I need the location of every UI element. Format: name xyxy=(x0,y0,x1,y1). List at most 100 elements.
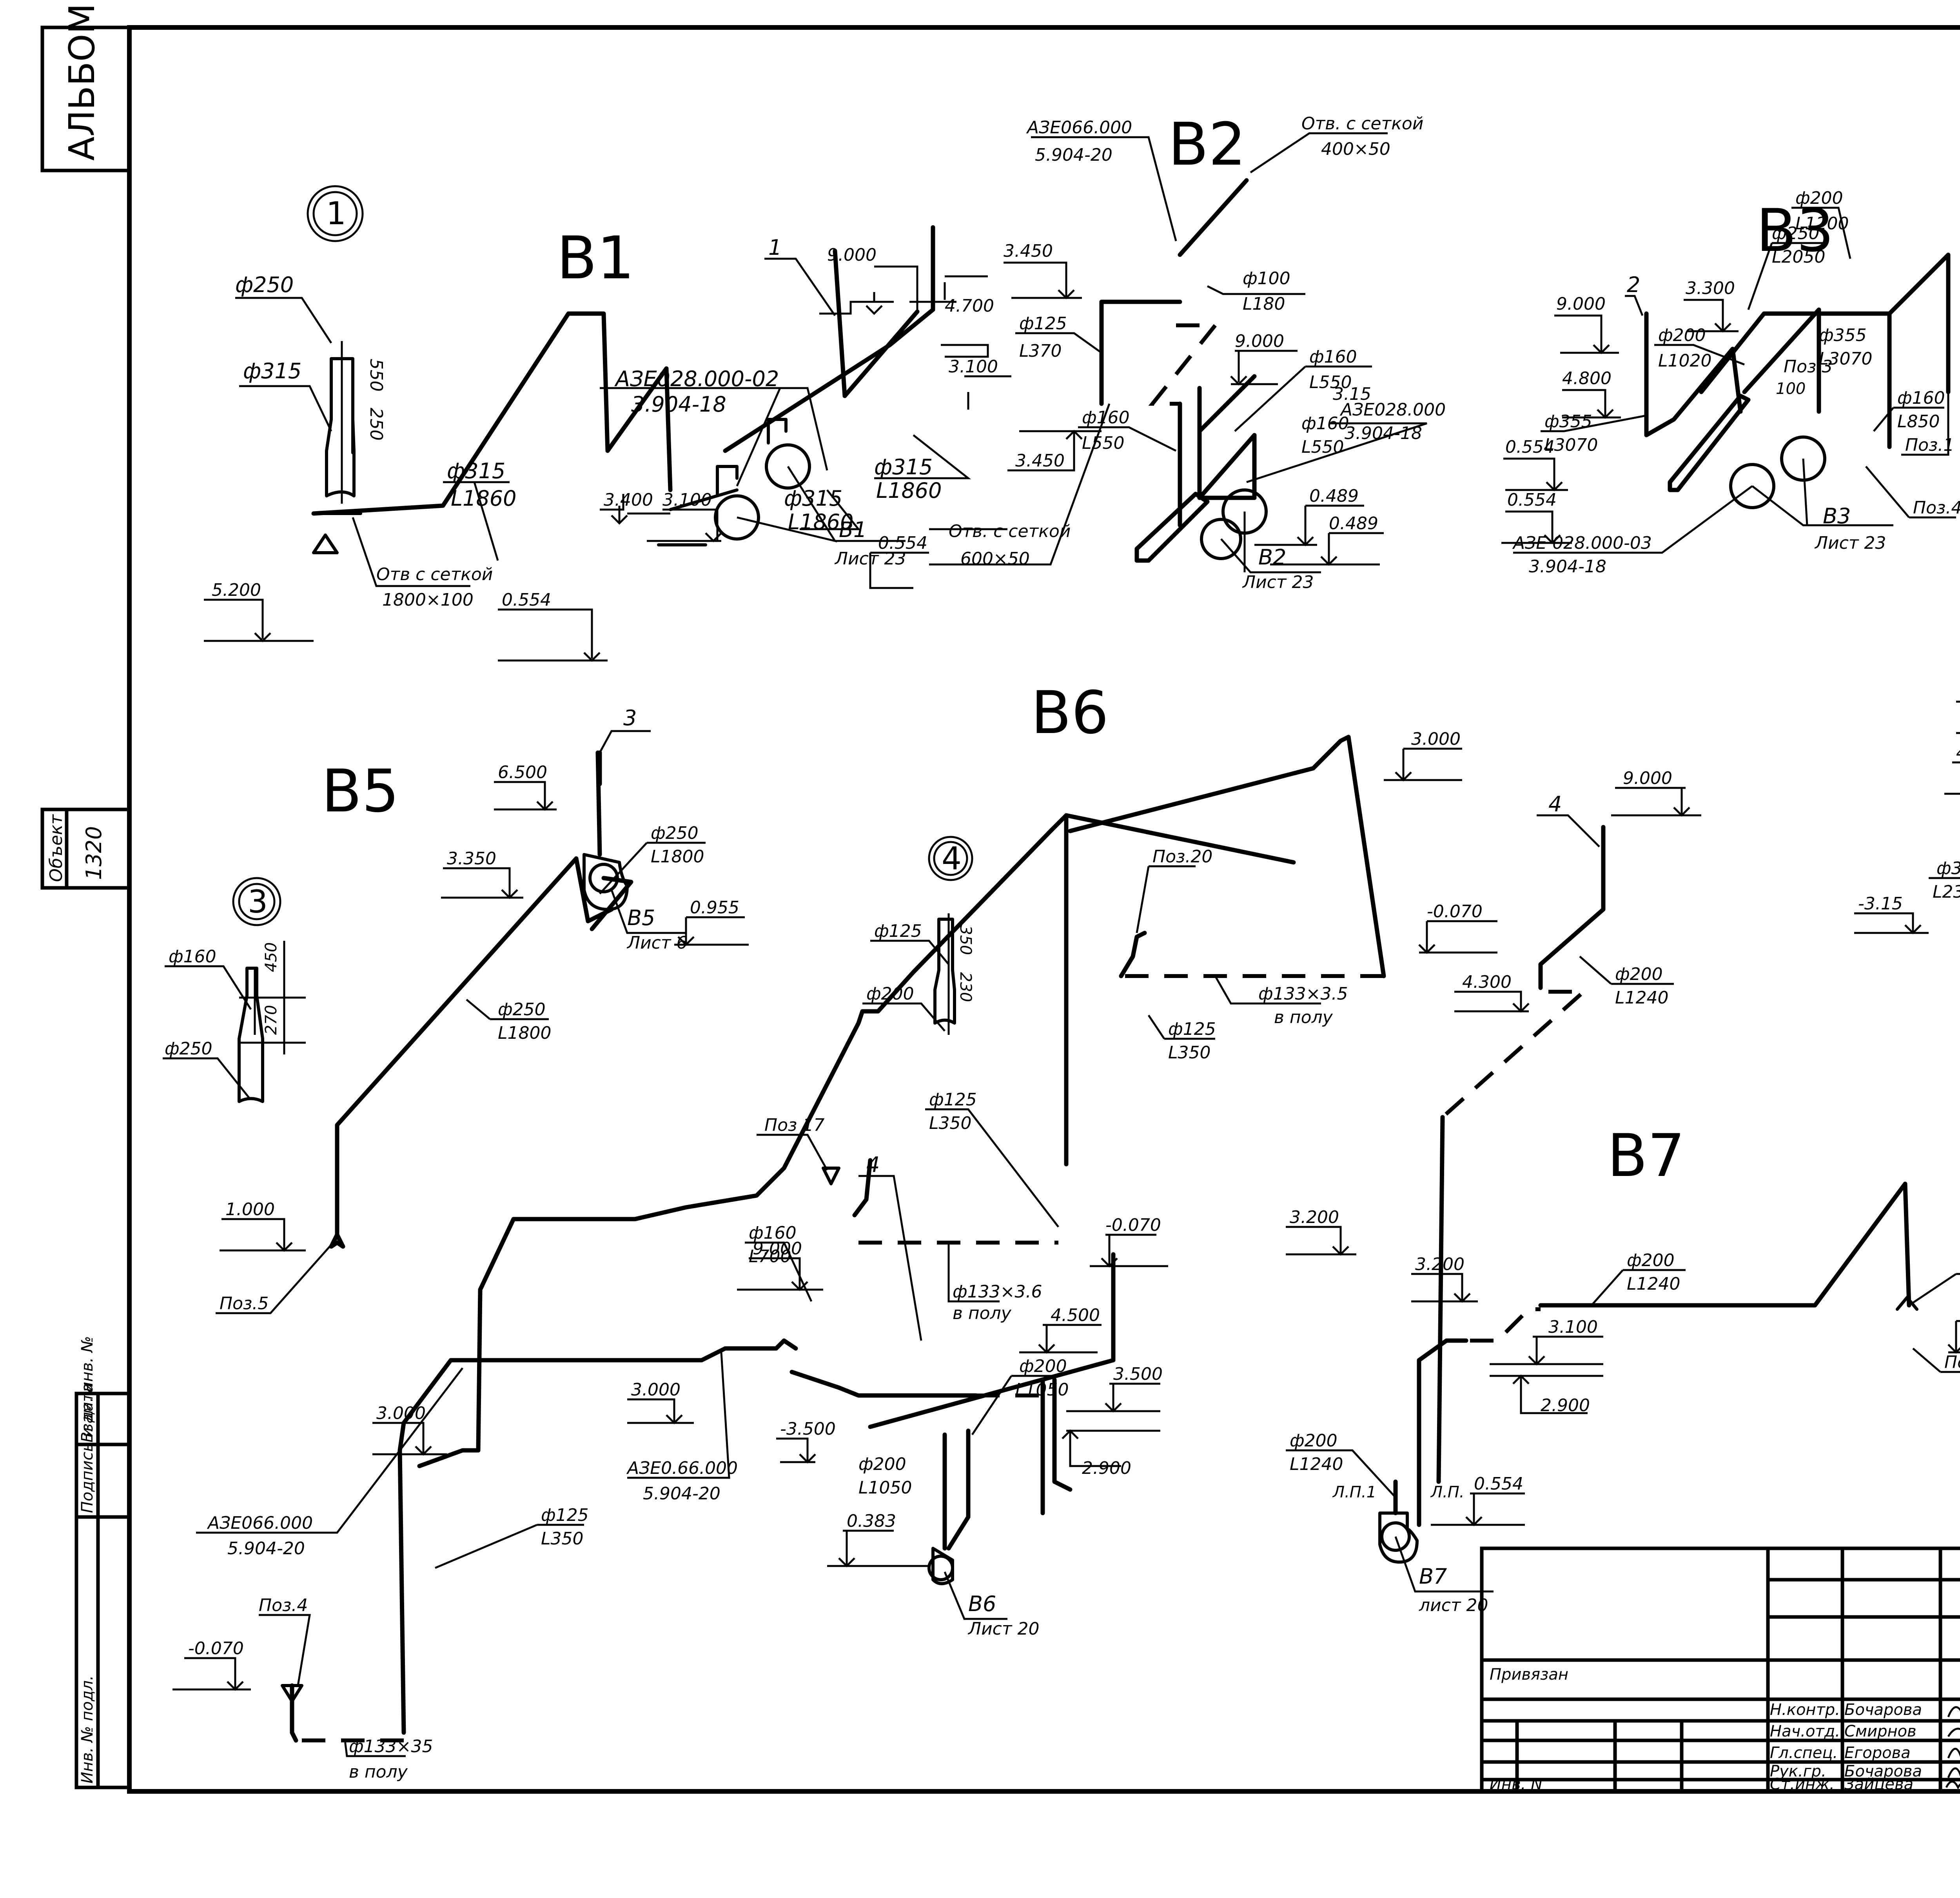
b5-pos-5: Поз.5 xyxy=(220,1294,269,1314)
b8-pipe-1-d: ф315 xyxy=(1936,858,1960,878)
b6-level-2900: 2.900 xyxy=(1082,1458,1131,1478)
b6-pipe-1-d: ф125 xyxy=(1168,1019,1216,1039)
b7-level-3100: 3.100 xyxy=(1548,1317,1598,1337)
b1-level-3100b: 3.100 xyxy=(662,490,712,510)
fan-b3-label: В3 xyxy=(1823,504,1851,528)
signature-role: Нач.отд. xyxy=(1770,1722,1840,1740)
b6-pos-20: Поз.20 xyxy=(1152,847,1212,867)
b3-pos-1: Поз.1 xyxy=(1905,435,1954,455)
b3-pos-4: Поз.4 xyxy=(1913,498,1960,518)
b1-pipe-3-l: L1860 xyxy=(788,510,854,534)
b2-valve1-series: 5.904-20 xyxy=(1035,145,1112,165)
b7-level-4300: 4.300 xyxy=(1462,972,1512,992)
b6-level-3500: 3.500 xyxy=(1113,1364,1163,1384)
b6-floor-pipe-3-note: в полу xyxy=(349,1762,408,1782)
b1-pipe-1-d: ф315 xyxy=(447,459,505,483)
b6-pipe-3-l: L700 xyxy=(749,1247,791,1267)
detail-4-dim1: 350 xyxy=(956,925,975,955)
b8-level-4300: 4.300 xyxy=(1956,743,1960,763)
b1-valve-series: 3.904-18 xyxy=(631,392,726,417)
system-b6: В6 4 ф125 ф200 350 230 Поз.4 xyxy=(172,679,1497,1782)
b2-duct-left xyxy=(1099,299,1182,406)
b1-pipe-2-d: ф315 xyxy=(874,455,933,479)
b6-level-neg0070b: -0.070 xyxy=(1105,1215,1161,1235)
detail-4-d-top: ф125 xyxy=(874,921,922,941)
b2-grille-bottom: Отв. с сеткой xyxy=(949,521,1071,541)
b3-pipe-6-d: ф160 xyxy=(1897,388,1945,408)
b5-pipe-2-l: L1800 xyxy=(498,1023,552,1043)
b1-pipe-1-l: L1860 xyxy=(451,486,517,511)
grille-b1-size: 1800×100 xyxy=(382,590,474,610)
inventory-label: Инв. N xyxy=(1490,1775,1543,1793)
fan-b2-label: В2 xyxy=(1258,545,1286,570)
b6-level-0383: 0.383 xyxy=(847,1511,896,1531)
b8-level-marks: 9.900 4.300 -3.15 3.150 3.150 3.350 0.95… xyxy=(1854,700,1960,934)
fan-b3-sheet: Лист 23 xyxy=(1814,533,1886,553)
b2-pipe-1-l: L370 xyxy=(1019,341,1062,361)
signature-role: Гл.спец. xyxy=(1770,1744,1838,1762)
b2-valve2-code: АЗЕ028.000 xyxy=(1339,400,1446,420)
object-value: 1320 xyxy=(82,826,106,880)
b7-riser xyxy=(1538,825,1606,990)
b2-pipe-4-d: ф160 xyxy=(1301,414,1349,434)
fan-b2-lower xyxy=(1200,518,1242,560)
b6-level-3000: 3.000 xyxy=(1411,729,1461,749)
b6-level-3000c: 3.000 xyxy=(631,1380,681,1400)
side-stamp-signature: Подпись и дата xyxy=(78,1383,96,1513)
detail-marker-4-outer xyxy=(928,836,973,881)
b3-pipe-4-d: ф355 xyxy=(1544,412,1592,432)
b1-duct xyxy=(311,311,673,516)
object-cell xyxy=(40,807,131,890)
b3-small-dim: 100 xyxy=(1776,380,1806,398)
b5-riser-number: 3 xyxy=(623,706,637,730)
b3-pipe-6-l: L850 xyxy=(1897,412,1940,432)
b2-pipe-1-d: ф125 xyxy=(1019,314,1067,334)
detail-marker-4: 4 xyxy=(942,840,962,877)
b2-level-3450: 3.450 xyxy=(1004,241,1053,261)
b7-mark-1: Л.П.1 xyxy=(1332,1483,1376,1501)
system-b5: В5 3 ф160 ф250 450 270 В5 Лист 6 3 ф250 … xyxy=(163,706,749,1314)
detail-1-d-top: ф250 xyxy=(235,272,294,297)
b6-pipe-4-l: L1050 xyxy=(1015,1380,1069,1400)
b7-level-3200: 3.200 xyxy=(1290,1207,1339,1227)
fan-b3-lower xyxy=(1729,463,1775,509)
b3-level-9000: 9.000 xyxy=(1556,294,1606,314)
b2-level-3450b: 3.450 xyxy=(1015,451,1065,471)
b6-level-3000b: 3.000 xyxy=(376,1403,426,1423)
b1-riser xyxy=(833,249,847,398)
b6-valve1-series: 5.904-20 xyxy=(643,1484,720,1504)
b7-riser-number: 4 xyxy=(1548,792,1562,817)
fan-b1-upper xyxy=(765,443,811,490)
detail-3-dim1: 450 xyxy=(262,942,280,972)
b2-valve1-code: АЗЕ066.000 xyxy=(1026,118,1132,138)
b1-level-4700: 4.700 xyxy=(945,296,994,316)
b3-level-marks: 9.000 3.300 4.800 0.554 0.554 3.100 1.10… xyxy=(1501,278,1739,544)
b6-valve1-code: АЗЕ0.66.000 xyxy=(626,1458,738,1478)
fan-b5-sheet: Лист 6 xyxy=(626,933,687,953)
b1-level-marks: 9.000 4.700 3.100 3.400 3.100 0.554 5.20… xyxy=(204,245,1011,662)
b6-level-marks: 3.000 -0.070 9.000 -0.070 4.500 3.500 2.… xyxy=(172,729,1497,1691)
b2-grille-top-size: 400×50 xyxy=(1321,139,1390,159)
b7-pipe-1-l: L1240 xyxy=(1615,988,1669,1008)
b2-level-0489: 0.489 xyxy=(1309,486,1359,506)
b6-level-4500: 4.500 xyxy=(1051,1305,1100,1325)
detail-marker-3: 3 xyxy=(248,884,268,920)
b6-pipe-2-d: ф125 xyxy=(929,1090,977,1110)
b7-pipe-3-l: L1240 xyxy=(1290,1454,1343,1474)
grille-b1 xyxy=(312,512,362,554)
b6-pos-17: Поз 17 xyxy=(764,1115,824,1135)
signature-role: Рук.гр. xyxy=(1770,1762,1826,1780)
b7-level-9000: 9.000 xyxy=(1623,768,1672,788)
b6-pipe-1-l: L350 xyxy=(1168,1043,1211,1063)
b2-pipe-2-l: L180 xyxy=(1243,294,1285,314)
detail-1-dim2: 250 xyxy=(366,408,386,441)
detail-1-transition xyxy=(325,357,356,497)
b5-level-6500: 6.500 xyxy=(498,762,547,782)
b2-pipe-5-l: L550 xyxy=(1082,433,1125,453)
b6-floor-pipe-2-d: ф133×3.6 xyxy=(953,1282,1042,1302)
b1-duct-up xyxy=(723,225,935,453)
b3-pipe-4-l: L3070 xyxy=(1544,435,1598,455)
b2-level-0489b: 0.489 xyxy=(1329,514,1378,533)
b5-pipe-2-d: ф250 xyxy=(498,1000,546,1020)
system-b8: В8 В8 Лист 20 1 ф315 L2330 ф315 L2330 ф2… xyxy=(1854,700,1960,934)
